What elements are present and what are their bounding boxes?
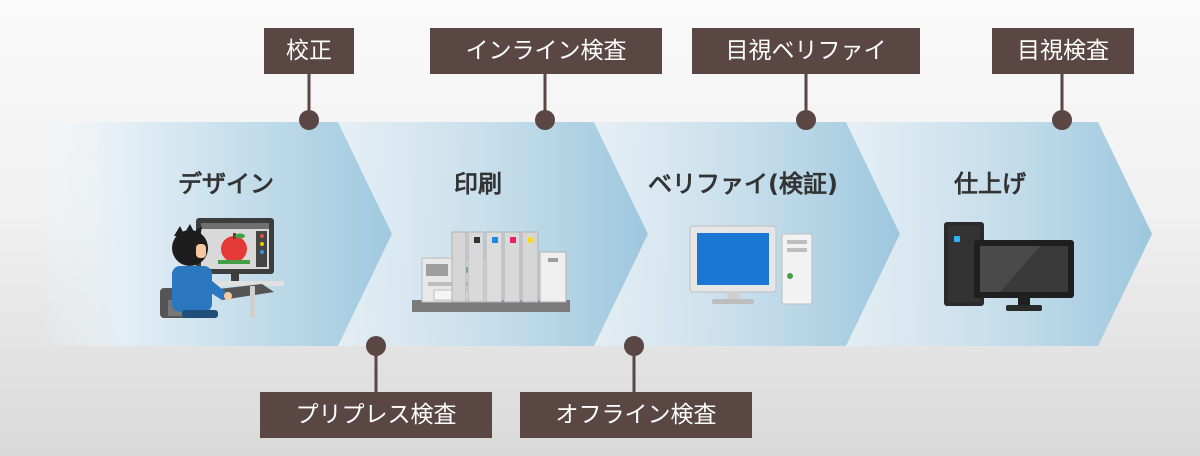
chevron-arrow-finishing — [846, 122, 1152, 346]
stage-title-finishing: 仕上げ — [954, 170, 1026, 198]
inspection-label-visual-inspection: 目視検査 — [992, 28, 1134, 74]
printing-press-illustration — [412, 231, 570, 312]
chevron-arrows — [40, 122, 1152, 346]
connector-dot-visual-verify — [796, 110, 816, 130]
designer-at-computer-illustration — [160, 218, 284, 318]
inspection-label-prepress: プリプレス検査 — [260, 392, 492, 438]
connector-dot-prepress — [366, 336, 386, 356]
connector-dot-offline — [624, 336, 644, 356]
computer-monitor-illustration — [689, 225, 813, 305]
desktop-pc-illustration — [944, 222, 1074, 311]
stage-title-printing: 印刷 — [454, 170, 502, 198]
connector-dot-visual-inspect — [1052, 110, 1072, 130]
connector-dot-inline — [535, 110, 555, 130]
inspection-label-visual-verify: 目視ベリファイ — [692, 28, 920, 74]
connector-dot-proofing — [299, 110, 319, 130]
inspection-label-inline: インライン検査 — [430, 28, 662, 74]
stage-title-design: デザイン — [178, 170, 274, 198]
connectors — [299, 74, 1072, 392]
inspection-label-proofing: 校正 — [264, 28, 354, 74]
inspection-label-offline: オフライン検査 — [520, 392, 752, 438]
stage-title-verify: ベリファイ(検証) — [648, 170, 838, 198]
